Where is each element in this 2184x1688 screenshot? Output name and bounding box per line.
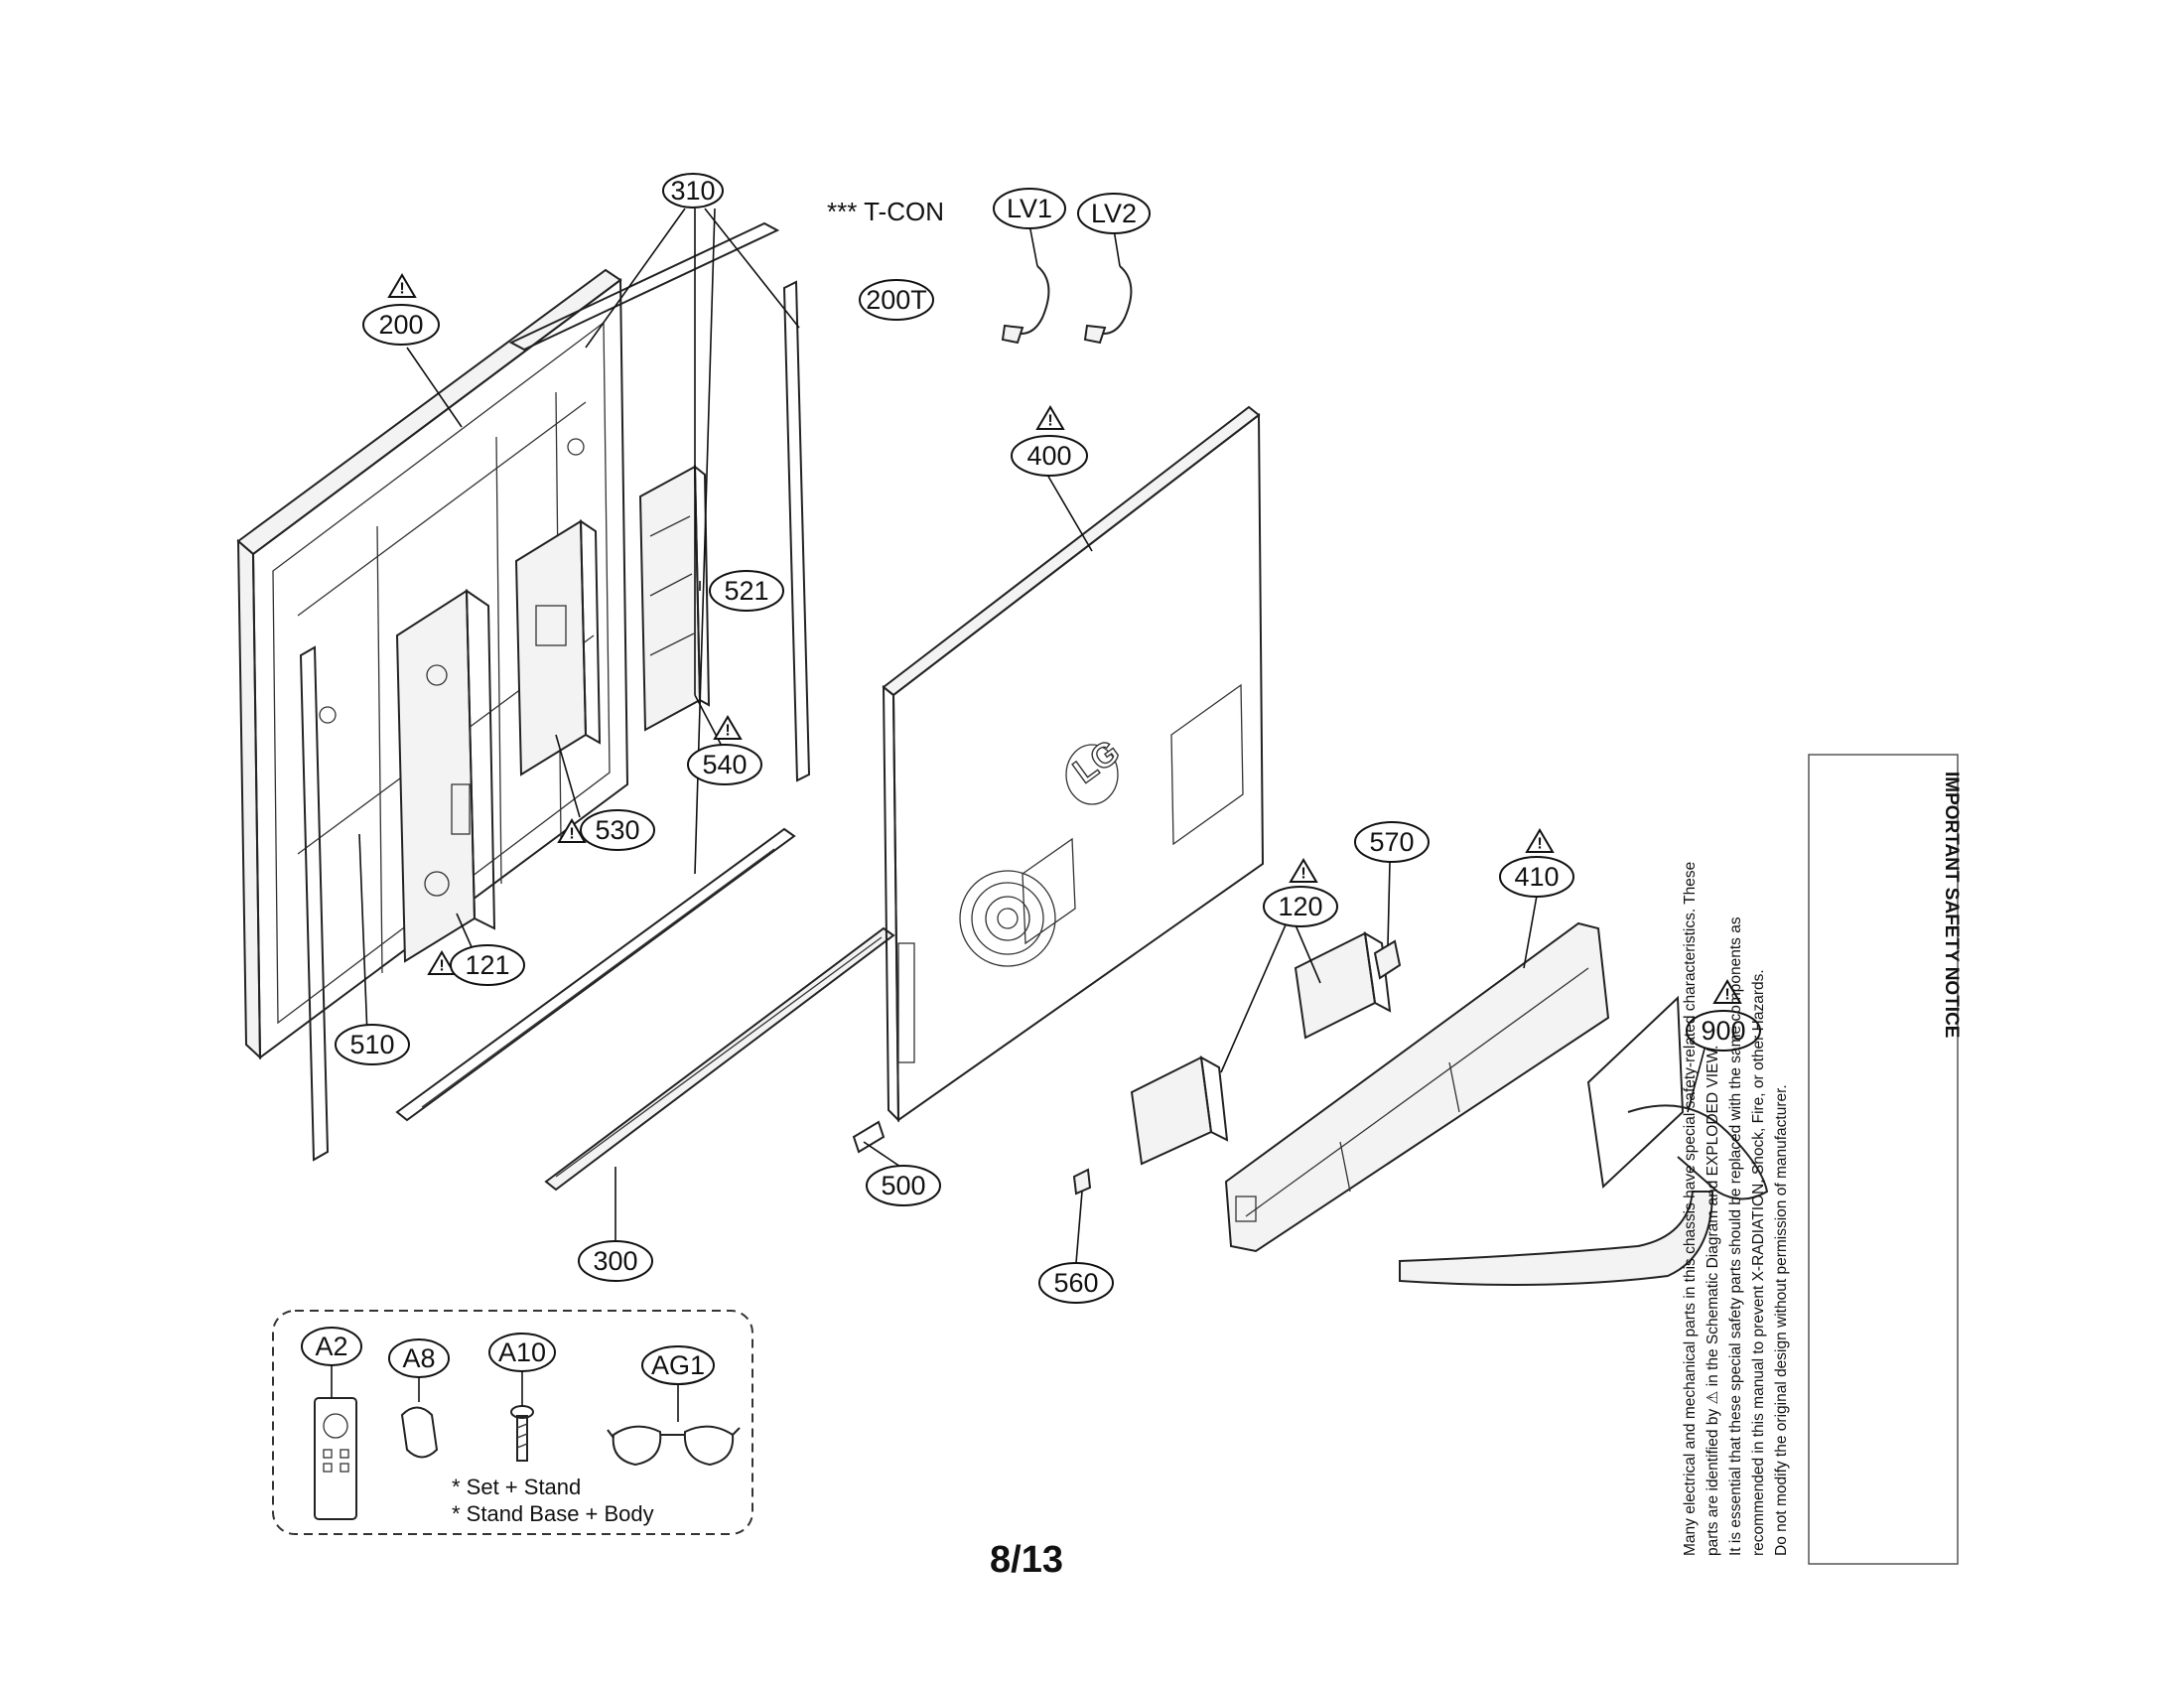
accessories-box: A2 A8 A10 <box>272 1310 753 1535</box>
part-speaker-upper <box>1294 931 1392 1040</box>
part-bracket-500 <box>852 1120 886 1154</box>
cable-holder-icon <box>400 1377 439 1459</box>
safety-notice-text: IMPORTANT SAFETY NOTICE <box>1941 772 1962 1038</box>
svg-text:!: ! <box>399 281 404 298</box>
svg-text:AG1: AG1 <box>651 1350 705 1380</box>
callout-120: ! 120 <box>1263 858 1338 927</box>
screw-icon <box>510 1371 534 1462</box>
part-bottom-bar <box>544 926 895 1192</box>
leader-lines <box>358 208 1708 1264</box>
safety-notice-line-2: parts are identified by ⚠ in the Schemat… <box>1705 1046 1721 1556</box>
svg-text:!: ! <box>439 958 444 975</box>
page-number: 8/13 <box>990 1539 1063 1581</box>
part-frame-bars <box>395 221 811 1122</box>
svg-text:900: 900 <box>1701 1016 1745 1046</box>
svg-text:310: 310 <box>670 176 715 206</box>
callout-540: ! 540 <box>687 715 762 785</box>
callout-310: 310 <box>662 173 724 209</box>
part-lvds-cable-2 <box>1083 265 1133 345</box>
svg-text:!: ! <box>569 826 574 843</box>
safety-notice-line-4: recommended in this manual to prevent X-… <box>1750 969 1767 1556</box>
callout-500: 500 <box>866 1165 941 1206</box>
svg-text:!: ! <box>1724 987 1729 1004</box>
callout-LV1: LV1 <box>993 188 1066 229</box>
part-power-board <box>395 589 496 963</box>
part-main-board <box>514 519 602 776</box>
svg-text:200T: 200T <box>866 285 927 315</box>
svg-text:521: 521 <box>724 576 768 606</box>
svg-text:A8: A8 <box>402 1343 435 1373</box>
accessories-note-stand-base: * Stand Base + Body <box>452 1501 654 1526</box>
svg-text:530: 530 <box>595 815 639 845</box>
safety-notice-line-3: It is essential that these special safet… <box>1727 916 1744 1556</box>
callout-121: ! 121 <box>427 944 525 986</box>
callout-530: ! 530 <box>557 809 655 851</box>
callout-560: 560 <box>1038 1262 1114 1304</box>
callout-570: 570 <box>1354 821 1430 863</box>
callout-LV2: LV2 <box>1077 193 1151 234</box>
svg-text:!: ! <box>1047 413 1052 430</box>
svg-text:200: 200 <box>378 310 423 340</box>
svg-text:410: 410 <box>1514 862 1559 892</box>
part-clip-560 <box>1072 1168 1092 1196</box>
svg-text:400: 400 <box>1026 441 1071 471</box>
part-speaker-lower <box>1130 1055 1229 1166</box>
svg-text:!: ! <box>725 723 730 740</box>
callout-200T: 200T <box>859 279 934 321</box>
safety-notice-line-1: Many electrical and mechanical parts in … <box>1682 862 1699 1556</box>
svg-text:500: 500 <box>881 1171 925 1200</box>
svg-text:560: 560 <box>1053 1268 1098 1298</box>
svg-text:!: ! <box>1300 866 1305 883</box>
part-back-cover: LG <box>882 405 1265 1123</box>
callout-400: ! 400 <box>1011 405 1088 477</box>
safety-notice-line-5: Do not modify the original design withou… <box>1773 1084 1790 1556</box>
part-stand <box>1399 995 1769 1286</box>
part-ir-board <box>1373 939 1402 980</box>
callout-900: ! 900 <box>1686 979 1761 1052</box>
part-lvds-cable-1 <box>1001 265 1050 345</box>
svg-text:570: 570 <box>1369 827 1414 857</box>
callout-AG1: AG1 <box>641 1345 715 1385</box>
svg-text:A2: A2 <box>315 1332 347 1361</box>
callout-A10: A10 <box>488 1333 556 1372</box>
svg-text:120: 120 <box>1278 892 1322 921</box>
part-side-board <box>638 464 711 732</box>
tcon-label: *** T-CON <box>827 197 944 226</box>
part-lcd-module <box>236 268 629 1060</box>
callout-410: ! 410 <box>1499 828 1574 898</box>
svg-text:121: 121 <box>465 950 509 980</box>
svg-text:510: 510 <box>349 1030 394 1059</box>
callout-521: 521 <box>709 570 784 612</box>
part-stand-body <box>1224 921 1610 1253</box>
part-left-bar <box>299 645 330 1162</box>
svg-text:A10: A10 <box>498 1337 546 1367</box>
callout-A2: A2 <box>301 1327 362 1366</box>
callout-200: ! 200 <box>362 273 440 346</box>
svg-text:300: 300 <box>593 1246 637 1276</box>
svg-text:!: ! <box>1537 836 1542 853</box>
svg-text:540: 540 <box>702 750 747 779</box>
3d-glasses-icon <box>607 1384 741 1467</box>
callout-510: 510 <box>335 1024 410 1065</box>
safety-notice-box: IMPORTANT SAFETY NOTICE Many electrical … <box>1682 754 1962 1565</box>
callout-300: 300 <box>578 1240 653 1282</box>
accessories-note-set-stand: * Set + Stand <box>452 1475 581 1499</box>
remote-control-icon <box>314 1365 357 1520</box>
callout-A8: A8 <box>388 1338 450 1378</box>
safety-notice-title: IMPORTANT SAFETY NOTICE <box>1941 772 1962 1038</box>
svg-text:LV1: LV1 <box>1007 194 1052 223</box>
svg-text:LV2: LV2 <box>1091 199 1137 228</box>
